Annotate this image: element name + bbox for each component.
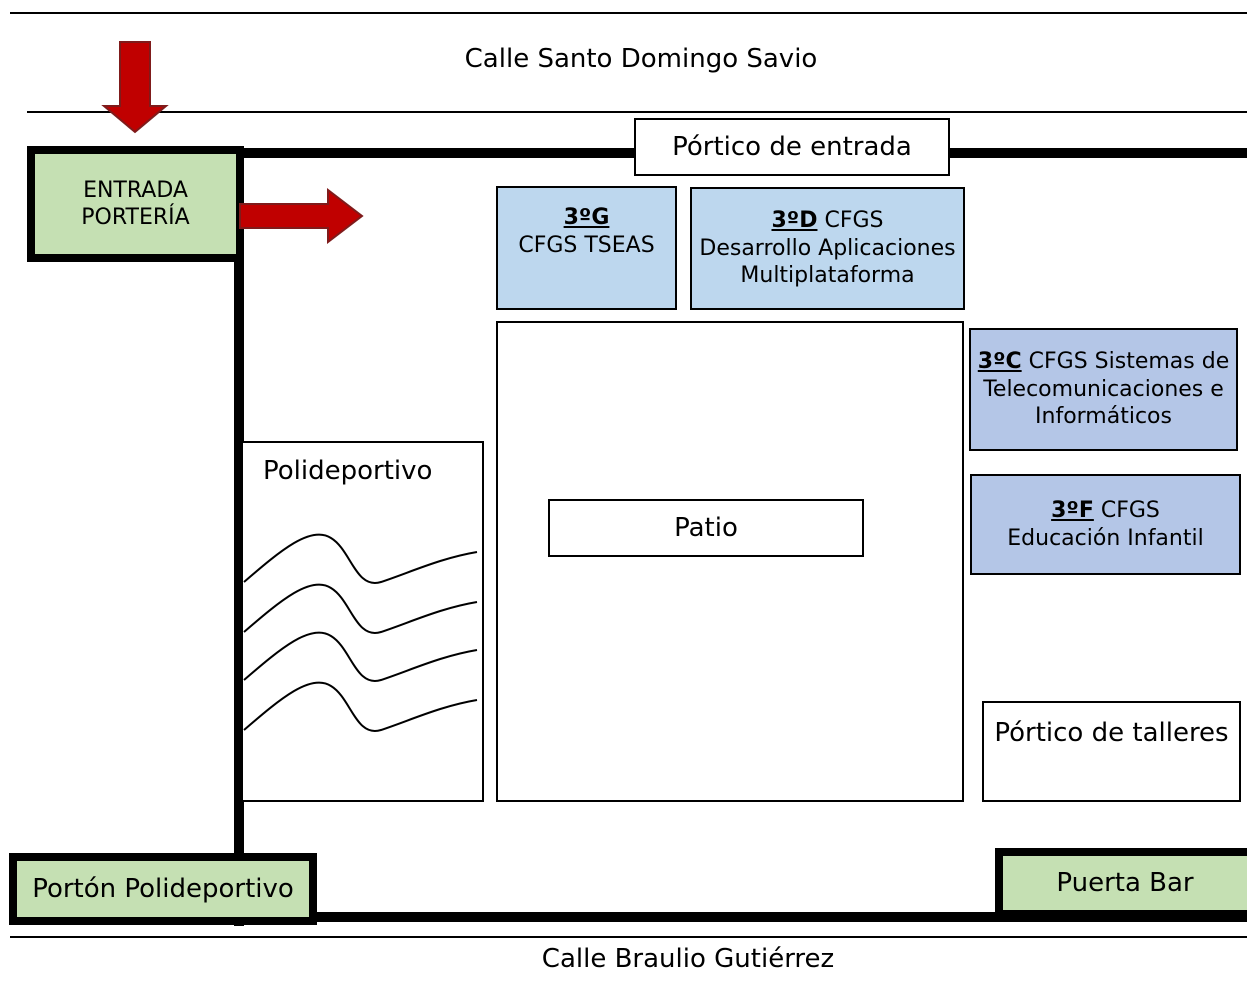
room-3c-code: 3ºC — [977, 349, 1022, 375]
entrada-label-line2: PORTERÍA — [81, 205, 190, 230]
room-3d-line3: Multiplataforma — [740, 263, 915, 289]
room-3f-code: 3ºF — [1051, 498, 1094, 523]
room-3c-suffix: CFGS Sistemas de — [1021, 349, 1230, 375]
room-3d-code: 3ºD — [771, 208, 818, 234]
room-3g: 3ºG CFGS TSEAS — [496, 186, 677, 310]
portico-talleres: Pórtico de talleres — [982, 701, 1241, 802]
room-3f: 3ºF CFGS Educación Infantil — [970, 474, 1241, 575]
puerta-bar: Puerta Bar — [995, 848, 1247, 918]
room-3d: 3ºD CFGS Desarrollo Aplicaciones Multipl… — [690, 187, 965, 310]
entrada-porteria: ENTRADA PORTERÍA — [27, 146, 244, 262]
room-3g-line1: CFGS TSEAS — [518, 232, 655, 258]
portico-talleres-label: Pórtico de talleres — [994, 718, 1229, 748]
wave-lines-icon — [243, 533, 478, 733]
polideportivo: Polideportivo — [241, 441, 484, 802]
polideportivo-label: Polideportivo — [263, 456, 433, 486]
street-line-top-inner — [27, 111, 1247, 113]
patio-label: Patio — [674, 512, 738, 543]
street-line-top-outer — [10, 12, 1247, 14]
room-3d-suffix: CFGS — [817, 208, 884, 234]
patio-label-box: Patio — [548, 499, 864, 557]
room-3d-line1: 3ºD CFGS — [771, 207, 883, 235]
puerta-bar-label: Puerta Bar — [1056, 867, 1194, 898]
room-3c-line1: 3ºC CFGS Sistemas de — [978, 348, 1229, 376]
room-3f-line1: 3ºF CFGS — [1051, 497, 1160, 525]
patio-area — [496, 321, 964, 802]
arrow-down-icon — [101, 41, 169, 134]
room-3c: 3ºC CFGS Sistemas de Telecomunicaciones … — [969, 328, 1238, 451]
porton-polideportivo-label: Portón Polideportivo — [32, 873, 294, 904]
room-3f-suffix: CFGS — [1093, 498, 1160, 523]
entrada-label-line1: ENTRADA — [83, 177, 188, 203]
portico-entrada-label: Pórtico de entrada — [672, 131, 912, 162]
wall-bottom — [234, 912, 1247, 922]
room-3c-line2: Telecomunicaciones e — [983, 376, 1224, 402]
street-label-bottom: Calle Braulio Gutiérrez — [541, 944, 835, 974]
room-3f-line2: Educación Infantil — [1007, 525, 1204, 551]
room-3g-code: 3ºG — [563, 205, 610, 230]
arrow-right-icon — [239, 188, 364, 244]
room-3c-line3: Informáticos — [1035, 404, 1172, 430]
street-line-bottom — [10, 936, 1247, 938]
room-3d-line2: Desarrollo Aplicaciones — [699, 235, 956, 261]
wall-left — [234, 148, 244, 926]
porton-polideportivo: Portón Polideportivo — [9, 853, 317, 925]
street-label-top: Calle Santo Domingo Savio — [464, 44, 818, 74]
portico-entrada: Pórtico de entrada — [634, 118, 950, 176]
